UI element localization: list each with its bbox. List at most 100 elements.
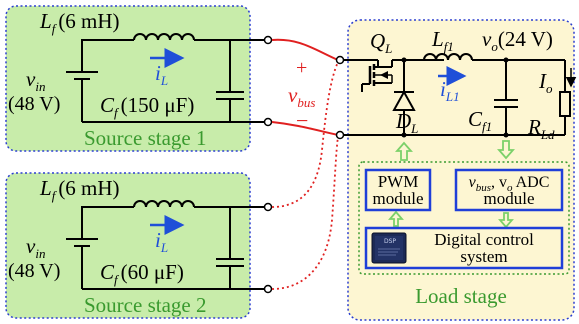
- il1-symbol: i: [440, 77, 446, 101]
- vbus-symbol: v: [288, 83, 298, 107]
- dcs-line1: Digital control: [434, 230, 534, 249]
- source2-vin-sub: in: [35, 246, 45, 261]
- svg-text:iL: iL: [155, 228, 168, 255]
- source1-vin-value: (48 V): [8, 93, 60, 115]
- bus-minus-sign: −: [296, 108, 308, 133]
- cf1-sub: f1: [482, 119, 492, 134]
- bus-wire-negative: [271, 121, 339, 136]
- source2-il-symbol: i: [155, 228, 161, 252]
- svg-text:iL: iL: [155, 61, 168, 88]
- svg-text:DL: DL: [395, 109, 418, 136]
- down-arrow-adc: [498, 212, 514, 229]
- source1-cf-sub: f: [114, 105, 120, 120]
- adc-module-box: [454, 168, 564, 212]
- dl-sub: L: [410, 121, 418, 136]
- dsp-chip-icon: DSP: [371, 232, 407, 264]
- svg-text:Lf1: Lf1: [431, 27, 454, 54]
- vo-value: (24 V): [498, 27, 553, 51]
- source2-vin-value: (48 V): [8, 260, 60, 282]
- source2-inductor: [133, 200, 195, 208]
- source1-terminal-top: [263, 35, 273, 45]
- lf1-symbol: L: [431, 27, 444, 51]
- adc-vo-sub: o: [507, 182, 513, 194]
- up-arrow-to-gate: [395, 141, 413, 161]
- source2-cf-sub: f: [114, 272, 120, 287]
- adc-vbus-sub: bus: [476, 182, 491, 194]
- io-sub: o: [546, 81, 553, 96]
- load-stage-circuit: QL DL Lf1 iL1 vo(24 V) Cf1 Io RLd: [343, 27, 577, 142]
- pwm-module-line1: PWM: [378, 172, 419, 191]
- rld-sub: Ld: [540, 127, 555, 142]
- load-terminal-top: [335, 55, 345, 65]
- source1-lf-value: (6 mH): [58, 9, 119, 33]
- dcs-line2: system: [460, 247, 507, 266]
- source1-inductor: [133, 33, 195, 41]
- vo-sub: o: [491, 39, 498, 54]
- source2-vin-symbol: v: [26, 234, 36, 258]
- svg-text:Io: Io: [538, 69, 553, 96]
- pwm-module-line2: module: [373, 189, 424, 208]
- svg-text:vin: vin: [26, 67, 45, 94]
- source1-lf-sub: f: [52, 21, 58, 36]
- svg-text:vbus, vo ADC: vbus, vo ADC: [469, 174, 550, 194]
- source1-cf-value: (150 μF): [121, 93, 195, 117]
- source-stage-1-panel: [5, 5, 251, 152]
- cf1-symbol: C: [468, 107, 483, 131]
- source2-lf-symbol: L: [39, 176, 52, 200]
- resistor-rld: [559, 91, 571, 117]
- source-stage-1-caption: Source stage 1: [84, 126, 206, 150]
- control-section: PWM module vbus, vo ADC module DSP Digit…: [358, 140, 570, 308]
- source2-terminal-top: [263, 202, 273, 212]
- source2-lf-value: (6 mH): [58, 176, 119, 200]
- source1-il-symbol: i: [155, 61, 161, 85]
- source-stage-2-caption: Source stage 2: [84, 293, 206, 317]
- source2-lf-sub: f: [52, 188, 58, 203]
- rld-symbol: R: [527, 115, 541, 139]
- svg-text:iL1: iL1: [440, 77, 460, 104]
- source1-terminal-bottom: [263, 117, 273, 127]
- pwm-module-box: [364, 168, 432, 212]
- svg-text:vbus: vbus: [288, 83, 315, 110]
- load-stage-caption: Load stage: [415, 284, 507, 308]
- svg-text:RLd: RLd: [527, 115, 555, 142]
- source2-cf-value: (60 μF): [121, 260, 184, 284]
- source1-vin-symbol: v: [26, 67, 36, 91]
- source2-cf-symbol: C: [100, 260, 115, 284]
- svg-text:QL: QL: [370, 29, 392, 56]
- down-arrow-from-output: [497, 140, 515, 160]
- bus-wire-positive: [271, 38, 339, 61]
- bus-plus-sign: +: [296, 57, 307, 79]
- source1-cf-symbol: C: [100, 93, 115, 117]
- bus-connections: + − vbus: [271, 38, 345, 290]
- il1-sub: L1: [445, 89, 460, 104]
- source2-il-sub: L: [160, 240, 168, 255]
- adc-label: ADC: [512, 174, 549, 191]
- ql-symbol: Q: [370, 29, 385, 53]
- source-stage-1: Lf(6 mH) iL vin (48 V) Cf(150 μF) Source…: [8, 9, 273, 150]
- diode-dl: [392, 60, 416, 135]
- source1-top-wire: [81, 39, 134, 46]
- svg-text:Cf(60 μF): Cf(60 μF): [100, 260, 184, 287]
- source1-vin-sub: in: [35, 79, 45, 94]
- vbus-sub: bus: [297, 95, 315, 110]
- svg-text:Cf1: Cf1: [468, 107, 492, 134]
- dsp-chip-brand: DSP: [384, 238, 396, 245]
- inductor-lf1: [423, 53, 473, 61]
- vo-symbol: v: [482, 27, 492, 51]
- svg-text:Lf(6 mH): Lf(6 mH): [39, 176, 120, 203]
- svg-text:vin: vin: [26, 234, 45, 261]
- load-terminal-bottom: [335, 130, 345, 140]
- dl-symbol: D: [395, 109, 411, 133]
- source-stage-2-panel: [5, 172, 251, 319]
- source-stage-2: Lf(6 mH) iL vin (48 V) Cf(60 μF) Source …: [8, 176, 273, 317]
- ql-sub: L: [384, 41, 392, 56]
- bus-dotted-wire-positive: [271, 61, 339, 208]
- source2-terminal-bottom: [263, 284, 273, 294]
- io-symbol: I: [538, 69, 547, 93]
- mosfet-ql: [360, 59, 404, 92]
- svg-text:Lf(6 mH): Lf(6 mH): [39, 9, 120, 36]
- bus-dotted-wire-negative: [271, 136, 339, 290]
- lf1-sub: f1: [444, 39, 454, 54]
- svg-text:vo(24 V): vo(24 V): [482, 27, 553, 54]
